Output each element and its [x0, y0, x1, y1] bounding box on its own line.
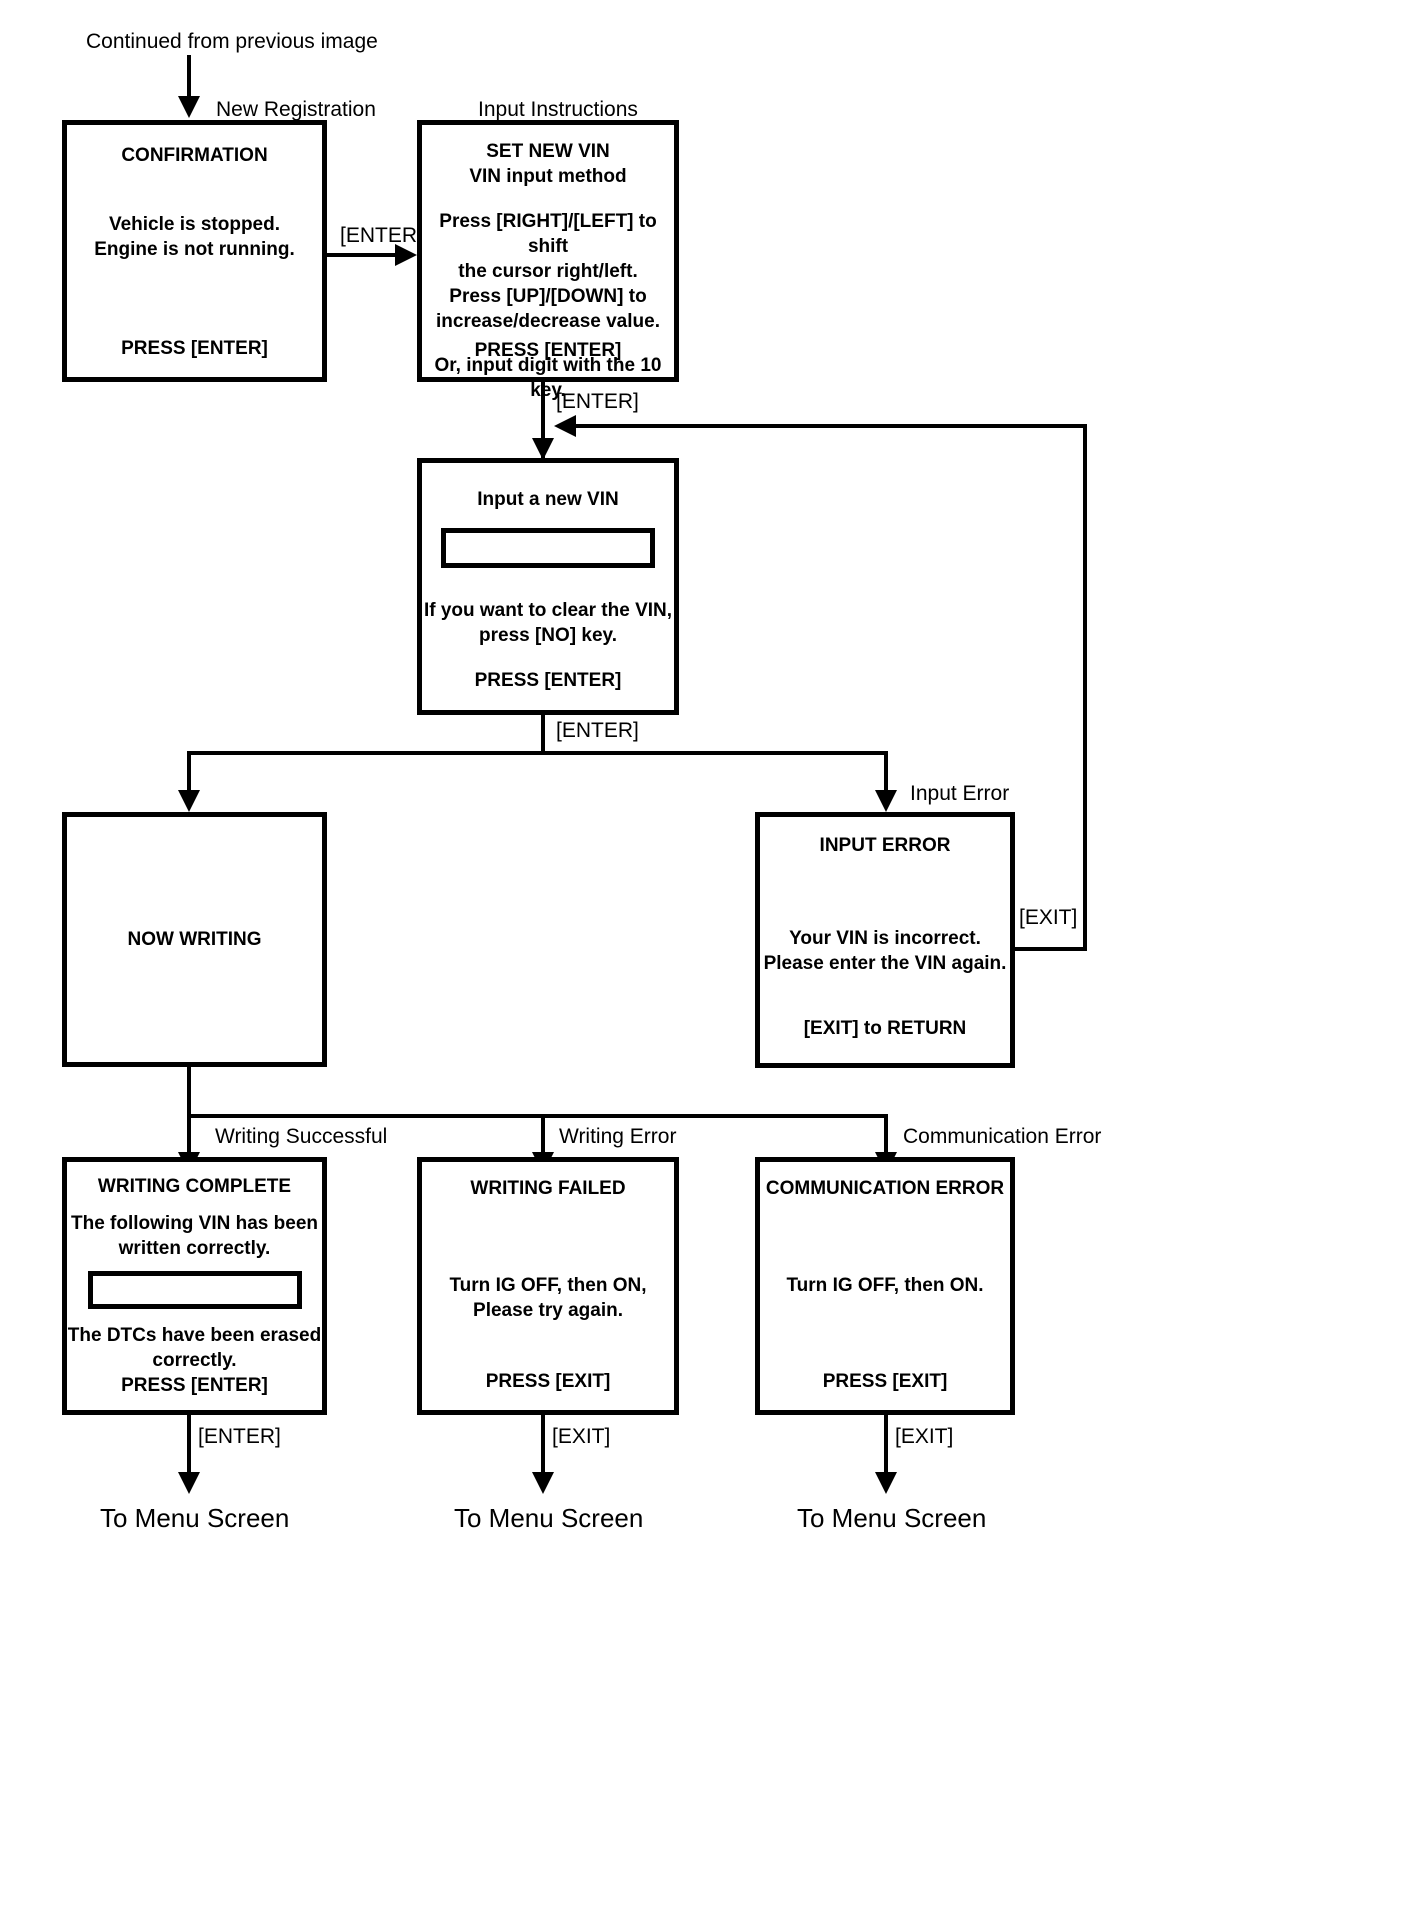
- input-new-vin-footer: PRESS [ENTER]: [474, 669, 622, 691]
- edge-arrow-instructions-to-input: [532, 438, 554, 460]
- screen-confirmation: CONFIRMATION Vehicle is stopped. Engine …: [62, 120, 327, 382]
- input-error-body: Your VIN is incorrect. Please enter the …: [763, 928, 1007, 975]
- return-loop-top: [560, 424, 1087, 428]
- screen-set-new-vin: SET NEW VIN VIN input method Press [RIGH…: [417, 120, 679, 401]
- communication-error-footer: PRESS [EXIT]: [822, 1370, 948, 1392]
- edge-line-instructions-to-input: [541, 382, 545, 464]
- writing-failed-footer: PRESS [EXIT]: [485, 1370, 611, 1392]
- set-new-vin-footer: PRESS [ENTER]: [474, 339, 622, 361]
- screen-input-new-vin: Input a new VIN If you want to clear the…: [417, 458, 679, 715]
- input-new-vin-body: If you want to clear the VIN, press [NO]…: [423, 600, 673, 647]
- set-new-vin-body: Press [RIGHT]/[LEFT] to shift the cursor…: [436, 211, 660, 333]
- screen-input-error: INPUT ERROR Your VIN is incorrect. Pleas…: [755, 812, 1015, 1068]
- screen-writing-failed: WRITING FAILED Turn IG OFF, then ON, Ple…: [417, 1157, 679, 1415]
- comm-error-line: [884, 1114, 888, 1160]
- section-label-communication-error: Communication Error: [903, 1125, 1102, 1148]
- exit-right-arrow: [875, 1472, 897, 1494]
- writing-success-line: [187, 1114, 191, 1160]
- exit-right-line: [884, 1415, 888, 1481]
- edge-label-failed-exit: [EXIT]: [552, 1425, 611, 1448]
- input-new-vin-title: Input a new VIN: [477, 489, 619, 510]
- confirmation-title: CONFIRMATION: [121, 145, 268, 166]
- confirmation-body: Vehicle is stopped. Engine is not runnin…: [94, 214, 295, 261]
- edge-label-input-to-branch: [ENTER]: [556, 719, 639, 742]
- branch-stem: [541, 715, 545, 753]
- return-loop-arrow: [554, 415, 576, 437]
- now-writing-title: NOW WRITING: [127, 928, 262, 950]
- entry-connector-line: [187, 55, 191, 103]
- branch-left-line: [187, 751, 191, 799]
- writing-failed-title: WRITING FAILED: [470, 1178, 626, 1199]
- edge-label-confirm-to-instructions: [ENTER]: [340, 224, 423, 247]
- screen-writing-complete: WRITING COMPLETE The following VIN has b…: [62, 1157, 327, 1415]
- exit-center-line: [541, 1415, 545, 1481]
- writing-error-line: [541, 1114, 545, 1160]
- section-label-writing-error: Writing Error: [559, 1125, 677, 1148]
- input-error-title: INPUT ERROR: [819, 835, 951, 856]
- communication-error-title: COMMUNICATION ERROR: [765, 1178, 1005, 1199]
- writing-bus: [187, 1114, 887, 1118]
- input-error-footer: [EXIT] to RETURN: [803, 1017, 967, 1039]
- section-label-input-instructions: Input Instructions: [478, 98, 638, 121]
- section-label-new-registration: New Registration: [216, 98, 376, 121]
- edge-label-error-return: [EXIT]: [1019, 906, 1078, 929]
- branch-right-line: [884, 751, 888, 799]
- edge-arrow-confirm-to-instructions: [395, 244, 417, 266]
- edge-label-complete-exit: [ENTER]: [198, 1425, 281, 1448]
- writing-complete-title: WRITING COMPLETE: [97, 1176, 292, 1197]
- branch-bus: [187, 751, 887, 755]
- return-loop-right: [1083, 424, 1087, 951]
- exit-left-line: [187, 1415, 191, 1481]
- branch-right-arrow: [875, 790, 897, 812]
- edge-line-confirm-to-instructions: [327, 253, 401, 257]
- return-loop-bottom: [1014, 947, 1087, 951]
- section-label-writing-successful: Writing Successful: [215, 1125, 388, 1148]
- writing-complete-vin-field: [87, 1271, 302, 1310]
- edge-label-comm-error-exit: [EXIT]: [895, 1425, 954, 1448]
- writing-failed-body: Turn IG OFF, then ON, Please try again.: [449, 1275, 647, 1322]
- terminal-menu-right: To Menu Screen: [797, 1503, 987, 1533]
- set-new-vin-body-alt: Or, input digit with the 10 key.: [434, 354, 662, 401]
- section-label-input-error: Input Error: [910, 782, 1010, 805]
- edge-label-instructions-to-input: [ENTER]: [556, 390, 639, 413]
- writing-complete-body-alt: The DTCs have been erased correctly.: [67, 1325, 322, 1372]
- writing-complete-body: The following VIN has been written corre…: [70, 1213, 319, 1260]
- screen-communication-error: COMMUNICATION ERROR Turn IG OFF, then ON…: [755, 1157, 1015, 1415]
- vin-input-field[interactable]: [441, 528, 655, 569]
- exit-center-arrow: [532, 1472, 554, 1494]
- screen-now-writing: NOW WRITING: [62, 812, 327, 1067]
- terminal-menu-center: To Menu Screen: [454, 1503, 644, 1533]
- entry-label: Continued from previous image: [86, 30, 378, 53]
- writing-stem: [187, 1067, 191, 1117]
- set-new-vin-title: SET NEW VIN VIN input method: [469, 141, 627, 188]
- communication-error-body: Turn IG OFF, then ON.: [786, 1275, 984, 1297]
- entry-arrowhead: [178, 96, 200, 118]
- terminal-menu-left: To Menu Screen: [100, 1503, 290, 1533]
- writing-complete-footer: PRESS [ENTER]: [121, 1374, 268, 1396]
- exit-left-arrow: [178, 1472, 200, 1494]
- confirmation-footer: PRESS [ENTER]: [121, 337, 268, 359]
- branch-left-arrow: [178, 790, 200, 812]
